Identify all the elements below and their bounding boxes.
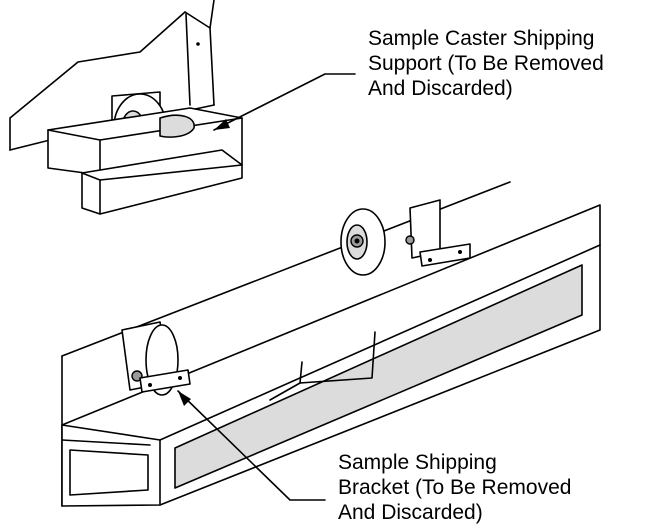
shipping-bracket-label-line: Sample Shipping [338, 451, 497, 474]
pallet-detail [61, 181, 601, 507]
caster-support-label-line: Sample Caster Shipping [368, 27, 595, 50]
left-caster [121, 321, 191, 396]
right-caster [340, 199, 471, 276]
caster-support-leader [213, 73, 356, 131]
caster-support-label: Sample Caster Shipping Support (To Be Re… [368, 26, 604, 101]
caster-support-detail [9, 0, 356, 215]
shipping-bracket-label-line: Bracket (To Be Removed [338, 476, 572, 499]
shipping-bracket-label-line: And Discarded) [338, 501, 483, 524]
caster-support-label-line: And Discarded) [368, 77, 513, 100]
caster-support-label-line: Support (To Be Removed [368, 52, 604, 75]
shipping-bracket-leader [177, 390, 326, 501]
shipping-bracket-label: Sample Shipping Bracket (To Be Removed A… [338, 450, 571, 525]
